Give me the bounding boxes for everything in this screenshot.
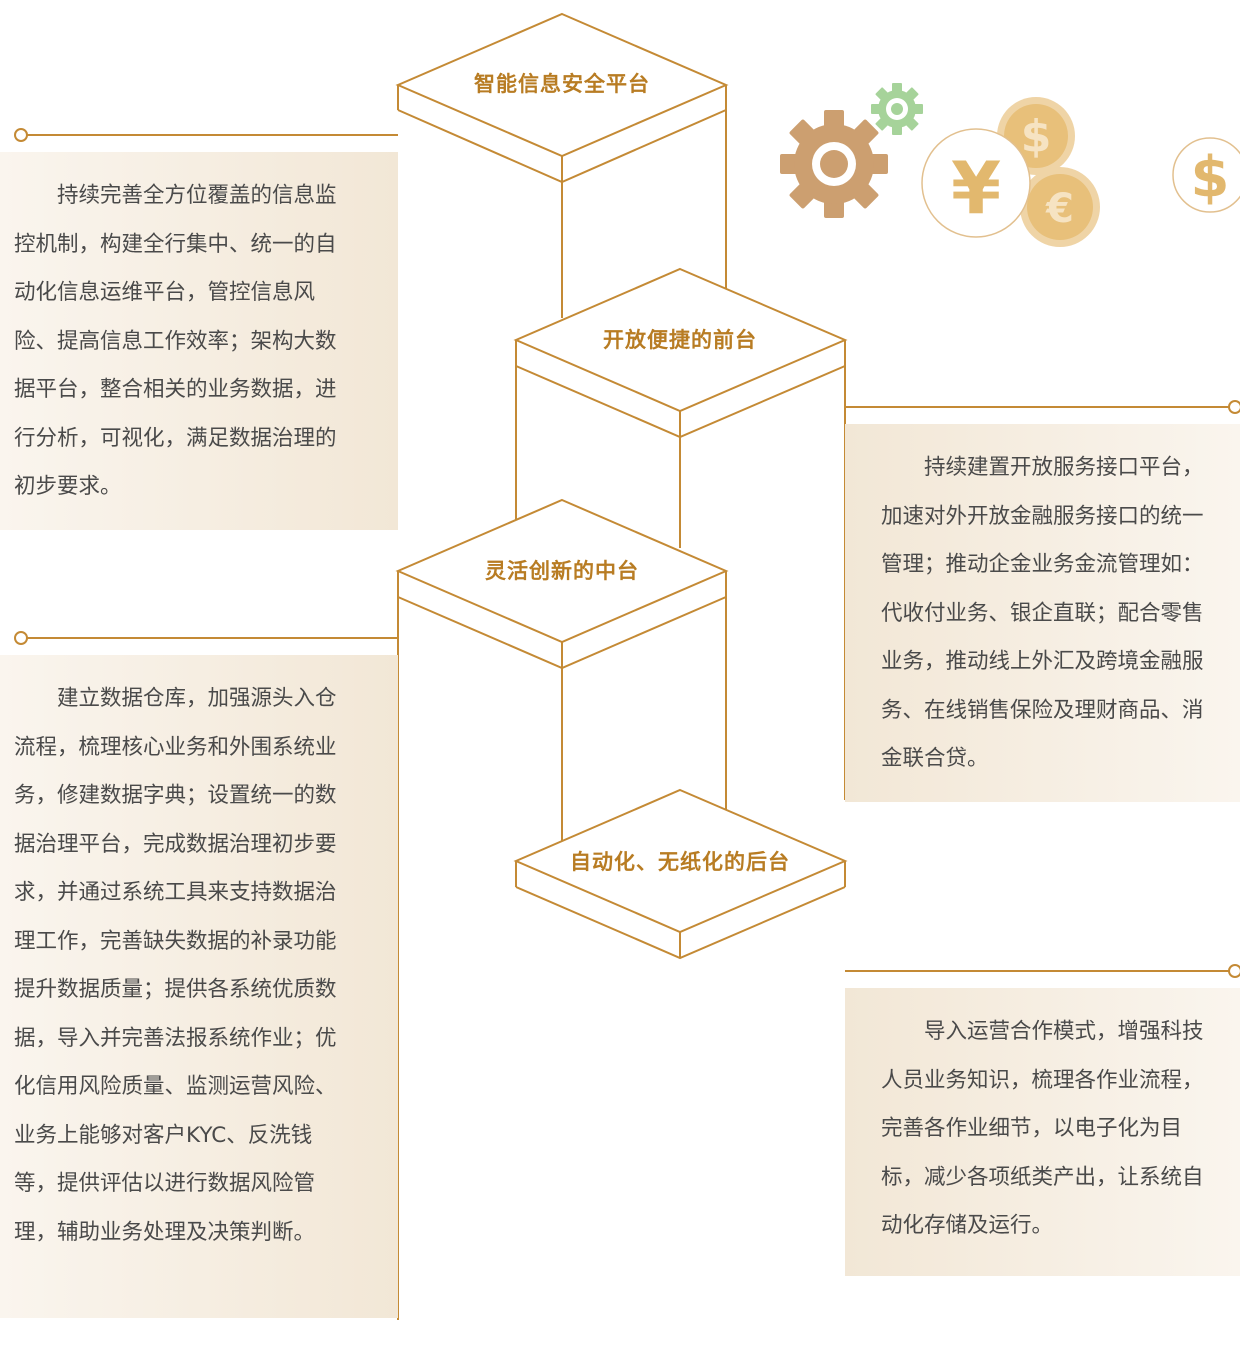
pillar-title-front: 开放便捷的前台 xyxy=(603,328,757,352)
connector-dot-3 xyxy=(14,631,28,645)
euro-coin-icon: € xyxy=(1020,167,1100,247)
pillar-title-security: 智能信息安全平台 xyxy=(474,72,650,96)
connector-dot-1 xyxy=(14,128,28,142)
pillar-1 xyxy=(395,12,729,540)
connector-dot-2 xyxy=(1228,400,1240,414)
description-middle: 建立数据仓库，加强源头入仓流程，梳理核心业务和外围系统业务，修建数据字典；设置统… xyxy=(0,655,398,1318)
connector-line-2 xyxy=(845,406,1230,408)
description-middle-text: 建立数据仓库，加强源头入仓流程，梳理核心业务和外围系统业务，修建数据字典；设置统… xyxy=(14,686,337,1245)
pillar-title-middle: 灵活创新的中台 xyxy=(485,559,639,583)
description-back-text: 导入运营合作模式，增强科技人员业务知识，梳理各作业流程， 完善各作业细节，以电子… xyxy=(881,1019,1204,1238)
pillar-title-back: 自动化、无纸化的后台 xyxy=(570,850,790,874)
connector-dot-4 xyxy=(1228,964,1240,978)
gear-icon xyxy=(778,108,890,220)
description-back: 导入运营合作模式，增强科技人员业务知识，梳理各作业流程， 完善各作业细节，以电子… xyxy=(845,988,1240,1276)
dollar-coin-glyph: $ xyxy=(1021,111,1052,162)
connector-line-4 xyxy=(845,970,1230,972)
description-security: 持续完善全方位覆盖的信息监控机制，构建全行集中、统一的自动化信息运维平台，管控信… xyxy=(0,152,398,530)
dollar-outline-glyph: $ xyxy=(1191,145,1230,210)
description-security-text: 持续完善全方位覆盖的信息监控机制，构建全行集中、统一的自动化信息运维平台，管控信… xyxy=(14,183,337,499)
connector-line-3 xyxy=(24,637,398,639)
pillar-3 xyxy=(395,498,729,1320)
yen-coin-glyph: ¥ xyxy=(951,146,1001,230)
connector-line-1 xyxy=(24,134,398,136)
description-front: 持续建置开放服务接口平台，加速对外开放金融服务接口的统一管理；推动企金业务金流管… xyxy=(845,424,1240,802)
yen-coin-icon: ¥ xyxy=(921,128,1031,238)
euro-coin-glyph: € xyxy=(1045,186,1074,232)
dollar-outline-coin-icon: $ xyxy=(1172,137,1240,213)
small-gear-icon xyxy=(870,82,924,136)
description-front-text: 持续建置开放服务接口平台，加速对外开放金融服务接口的统一管理；推动企金业务金流管… xyxy=(881,455,1204,771)
pillar-4 xyxy=(513,788,848,1346)
